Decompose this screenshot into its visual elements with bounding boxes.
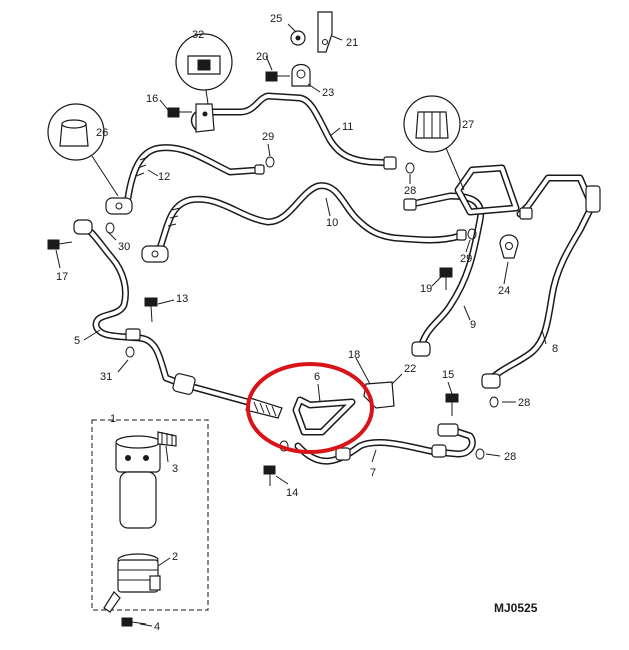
highlight-circle bbox=[246, 362, 374, 454]
callout-31: 31 bbox=[100, 371, 112, 383]
detail-27-valve-cap bbox=[403, 95, 465, 191]
callout-6: 6 bbox=[314, 371, 320, 383]
callout-17: 17 bbox=[56, 271, 68, 283]
callout-4: 4 bbox=[154, 621, 160, 633]
bolt-20 bbox=[265, 71, 290, 82]
callout-12: 12 bbox=[158, 171, 170, 183]
callout-23: 23 bbox=[322, 87, 334, 99]
callout-30: 30 bbox=[118, 241, 130, 253]
bolt-14 bbox=[263, 465, 276, 486]
callout-32: 32 bbox=[192, 29, 204, 41]
callout-28-c: 28 bbox=[504, 451, 516, 463]
bolt-15 bbox=[445, 393, 459, 416]
pipe-7 bbox=[294, 423, 476, 465]
callout-1: 1 bbox=[110, 413, 116, 425]
bolt-19 bbox=[439, 267, 453, 290]
callout-29-a: 29 bbox=[262, 131, 274, 143]
pipe-5 bbox=[73, 219, 186, 388]
callout-22: 22 bbox=[404, 363, 416, 375]
callout-20: 20 bbox=[256, 51, 268, 63]
callout-27: 27 bbox=[462, 119, 474, 131]
callout-26: 26 bbox=[96, 127, 108, 139]
callout-13: 13 bbox=[176, 293, 188, 305]
callout-25: 25 bbox=[270, 13, 282, 25]
callout-2: 2 bbox=[172, 551, 178, 563]
pipe-8 bbox=[481, 174, 601, 389]
callout-8: 8 bbox=[552, 343, 558, 355]
callout-14: 14 bbox=[286, 487, 298, 499]
callout-15: 15 bbox=[442, 369, 454, 381]
callout-3: 3 bbox=[172, 463, 178, 475]
callout-28-a: 28 bbox=[404, 185, 416, 197]
callout-29-b: 29 bbox=[460, 253, 472, 265]
callout-24: 24 bbox=[498, 285, 510, 297]
detail-26-valve-cap bbox=[47, 103, 119, 197]
pipe-11 bbox=[190, 92, 397, 170]
bolt-16 bbox=[167, 107, 192, 118]
bolt-4 bbox=[121, 617, 147, 627]
bolt-13 bbox=[144, 297, 158, 323]
callout-28-b: 28 bbox=[518, 397, 530, 409]
diagram-code: MJ0525 bbox=[494, 601, 538, 615]
callout-5: 5 bbox=[74, 335, 80, 347]
bolt-17 bbox=[47, 239, 73, 250]
clip-24 bbox=[499, 234, 519, 259]
pipe-9 bbox=[403, 164, 520, 357]
leader-lines bbox=[55, 23, 547, 627]
callout-7: 7 bbox=[370, 467, 376, 479]
detail-32-clip bbox=[175, 33, 233, 105]
callout-11: 11 bbox=[342, 121, 353, 133]
receiver-drier-assembly bbox=[91, 419, 209, 613]
callout-numbers: 1 2 3 4 5 6 7 8 9 10 11 12 13 14 15 16 1… bbox=[56, 13, 558, 633]
callout-21: 21 bbox=[346, 37, 358, 49]
pipe-10 bbox=[141, 182, 467, 263]
grommet-25 bbox=[290, 30, 306, 46]
callout-18: 18 bbox=[348, 349, 360, 361]
bracket-21 bbox=[317, 11, 333, 53]
pipe-6 bbox=[292, 396, 356, 436]
pipe-5-end-fitting bbox=[172, 373, 283, 419]
seal-oring-set bbox=[105, 156, 499, 460]
callout-9: 9 bbox=[470, 319, 476, 331]
clip-23 bbox=[291, 63, 311, 87]
callout-10: 10 bbox=[326, 217, 338, 229]
callout-16: 16 bbox=[146, 93, 158, 105]
callout-19: 19 bbox=[420, 283, 432, 295]
pipe-12 bbox=[105, 144, 265, 215]
